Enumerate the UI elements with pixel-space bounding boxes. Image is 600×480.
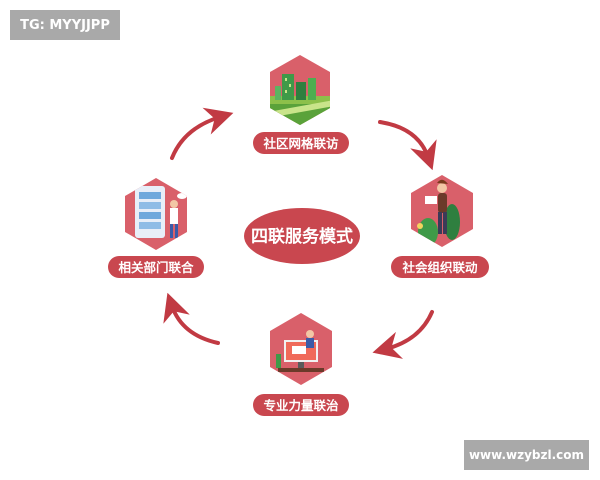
center-node: 四联服务模式 [244, 208, 360, 264]
arrow-left-to-top [170, 107, 234, 160]
label-professional: 专业力量联治 [263, 398, 339, 413]
arrow-top-to-right [378, 120, 437, 171]
node-departments: 相关部门联合 [108, 178, 204, 278]
node-social: 社会组织联动 [391, 175, 489, 278]
arrow-bottom-to-left [163, 292, 220, 345]
label-social: 社会组织联动 [401, 260, 478, 275]
node-community: 社区网格联访 [253, 55, 349, 154]
label-departments: 相关部门联合 [118, 260, 194, 275]
department-checklist-icon [135, 186, 187, 238]
volunteer-person-icon [417, 179, 460, 246]
watermark-top-left: TG: MYYJJPP [10, 10, 120, 40]
center-label: 四联服务模式 [251, 226, 353, 247]
watermark-bottom-right: www.wzybzl.com [464, 440, 589, 470]
arrow-right-to-bottom [372, 310, 434, 359]
label-community: 社区网格联访 [262, 136, 339, 151]
professional-desk-icon [276, 330, 324, 372]
node-professional: 专业力量联治 [253, 313, 349, 416]
